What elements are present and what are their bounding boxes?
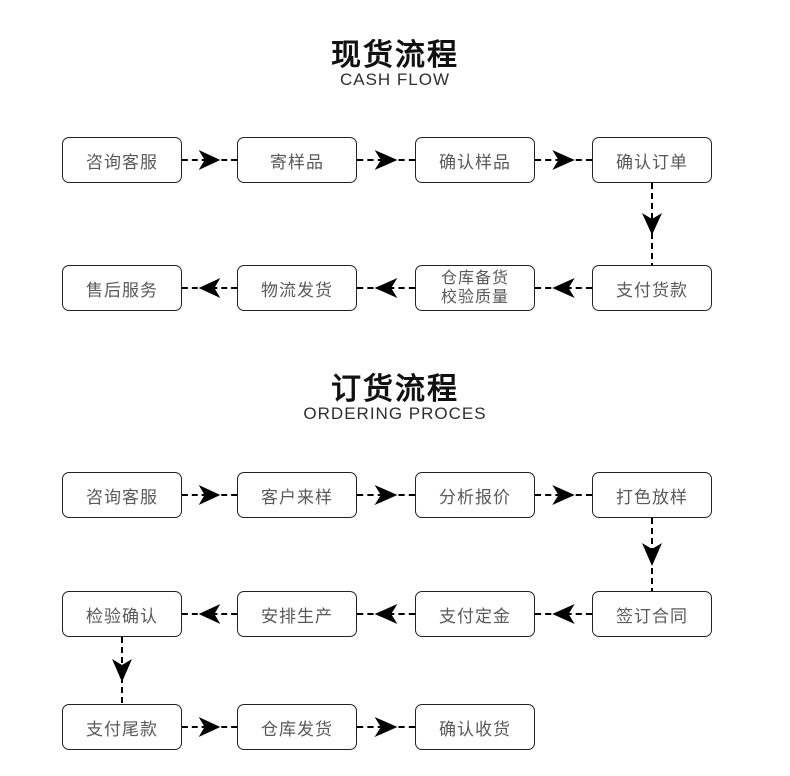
ordering-flow-subtitle: ORDERING PROCES xyxy=(303,404,487,423)
arrow-right-icon xyxy=(182,717,237,737)
step-sign-contract: 签订合同 xyxy=(592,591,712,637)
arrow-down-icon xyxy=(642,183,662,265)
arrow-left-icon xyxy=(535,604,592,624)
step-after-sales-service: 售后服务 xyxy=(62,265,182,311)
step-logistics-shipping: 物流发货 xyxy=(237,265,357,311)
arrow-left-icon xyxy=(535,278,592,298)
step-pay-balance: 支付尾款 xyxy=(62,704,182,750)
step-pay-deposit: 支付定金 xyxy=(415,591,535,637)
step-color-matching-proof: 打色放样 xyxy=(592,472,712,518)
step-warehouse-prep-quality-check: 仓库备货 校验质量 xyxy=(415,265,535,311)
spot-flow-title: 现货流程 xyxy=(331,39,459,72)
step-analyze-quote: 分析报价 xyxy=(415,472,535,518)
arrow-right-icon xyxy=(535,485,592,505)
step-confirm-sample: 确认样品 xyxy=(415,137,535,183)
step-send-sample: 寄样品 xyxy=(237,137,357,183)
arrow-left-icon xyxy=(182,278,237,298)
arrow-left-icon xyxy=(182,604,237,624)
step-inspection-confirm: 检验确认 xyxy=(62,591,182,637)
spot-flow-subtitle: CASH FLOW xyxy=(339,70,451,89)
arrow-down-icon xyxy=(642,518,662,591)
arrow-right-icon xyxy=(357,717,415,737)
step-consult-service: 咨询客服 xyxy=(62,472,182,518)
arrow-right-icon xyxy=(535,150,592,170)
step-pay-for-goods: 支付货款 xyxy=(592,265,712,311)
arrow-down-icon xyxy=(112,637,132,704)
step-customer-sample: 客户来样 xyxy=(237,472,357,518)
ordering-flow-title: 订货流程 xyxy=(331,373,459,406)
arrow-right-icon xyxy=(357,150,415,170)
arrow-right-icon xyxy=(357,485,415,505)
step-confirm-receipt: 确认收货 xyxy=(415,704,535,750)
step-label-line2: 校验质量 xyxy=(440,289,509,306)
step-confirm-order: 确认订单 xyxy=(592,137,712,183)
arrow-left-icon xyxy=(357,278,415,298)
step-consult-service: 咨询客服 xyxy=(62,137,182,183)
step-arrange-production: 安排生产 xyxy=(237,591,357,637)
arrow-right-icon xyxy=(182,150,237,170)
step-label: 仓库备货 校验质量 xyxy=(441,269,509,307)
step-warehouse-shipping: 仓库发货 xyxy=(237,704,357,750)
arrow-left-icon xyxy=(357,604,415,624)
arrow-right-icon xyxy=(182,485,237,505)
step-label-line1: 仓库备货 xyxy=(440,270,509,287)
